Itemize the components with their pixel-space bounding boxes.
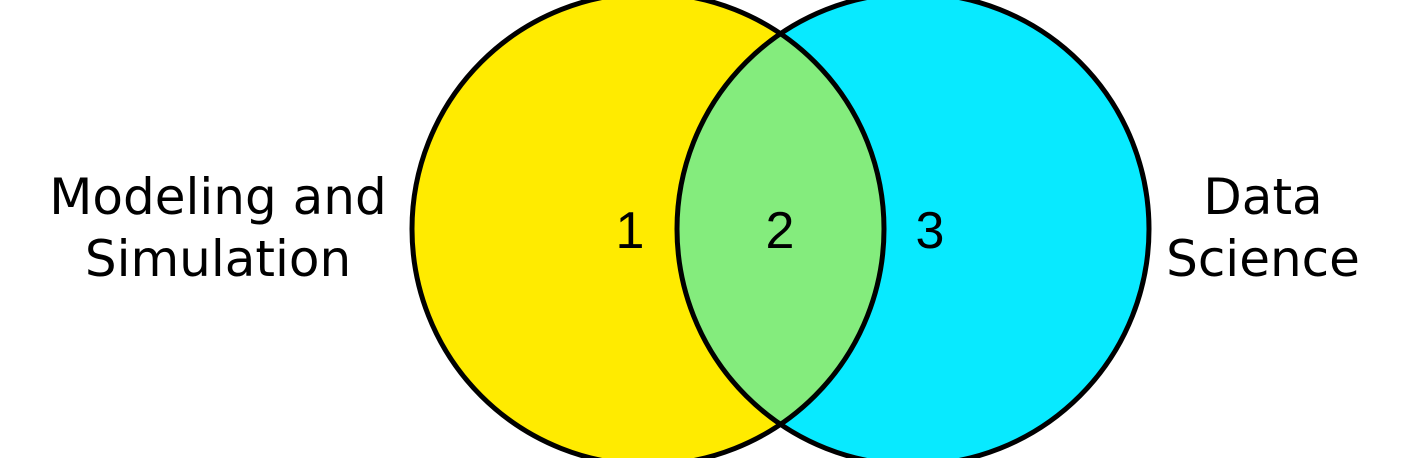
region-2-number: 2 xyxy=(766,202,795,260)
left-set-outline xyxy=(409,0,887,458)
right-set-label-line2: Science xyxy=(1166,230,1360,288)
region-3-number: 3 xyxy=(916,202,945,260)
right-set-label: Data Science xyxy=(1148,166,1378,290)
left-set-label: Modeling and Simulation xyxy=(18,166,418,290)
region-1-number: 1 xyxy=(616,202,645,260)
left-set-label-line1: Modeling and xyxy=(49,168,387,226)
overlap-region xyxy=(677,0,884,458)
right-set-label-line1: Data xyxy=(1203,168,1323,226)
right-set-outline xyxy=(674,0,1152,458)
left-set-label-line2: Simulation xyxy=(84,230,352,288)
